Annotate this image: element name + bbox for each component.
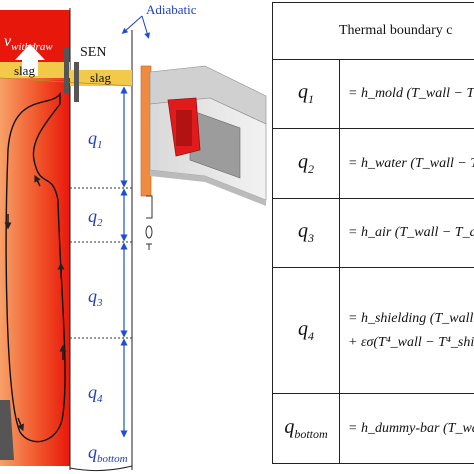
roller-mark-1 (146, 195, 153, 219)
caster-diagram: vwithdraw SEN slag slag Adiabatic q1 q2 … (0, 2, 267, 472)
coil-housing-bottom (150, 170, 266, 206)
row-symbol: q4 (272, 267, 340, 395)
withdraw-label: vwithdraw (4, 33, 53, 53)
adiabatic-pointer-2 (141, 15, 151, 39)
flow-arrow-4 (17, 417, 24, 432)
boundary-table: Thermal boundary c q1 = h_mold (T_wall −… (272, 2, 474, 464)
row-expression: = h_mold (T_wall − T_mo (339, 58, 474, 130)
zone-label-qbottom: qbottom (88, 442, 128, 465)
sen-nozzle-left (64, 48, 69, 94)
table-row: q4 = h_shielding (T_wall − T+ εσ(T⁴_wall… (272, 267, 474, 395)
table-row: q3 = h_air (T_wall − T_air) (272, 197, 474, 269)
table-header: Thermal boundary c (272, 2, 474, 60)
table-row: qbottom = h_dummy-bar (T_wall (272, 393, 474, 464)
copper-strip (140, 65, 152, 197)
sen-label: SEN (80, 45, 106, 60)
row-symbol: q3 (272, 197, 340, 269)
table-row: q2 = h_water (T_wall − T_wa (272, 128, 474, 199)
row-symbol: q1 (272, 58, 340, 130)
roller-mark-2 (145, 225, 153, 239)
zone-label-q4: q4 (88, 382, 103, 405)
adiabatic-pointer (121, 15, 143, 34)
adiabatic-label: Adiabatic (146, 2, 197, 17)
boundary-table-wrap: Thermal boundary c q1 = h_mold (T_wall −… (272, 2, 474, 466)
row-symbol: qbottom (272, 393, 340, 464)
ems-coil-inner (176, 110, 192, 146)
mold-bottom (69, 465, 133, 472)
table-row: q1 = h_mold (T_wall − T_mo (272, 58, 474, 130)
row-expression: = h_dummy-bar (T_wall (339, 393, 474, 464)
row-expression: = h_shielding (T_wall − T+ εσ(T⁴_wall − … (339, 267, 474, 395)
shell-bottom (0, 400, 14, 460)
zone-label-q2: q2 (88, 206, 103, 229)
row-expression: = h_air (T_wall − T_air) (339, 197, 474, 269)
zone-label-q1: q1 (88, 128, 103, 151)
flow-arrow-3 (34, 174, 41, 187)
roller-mark-3 (146, 243, 152, 250)
row-expression: = h_water (T_wall − T_wa (339, 128, 474, 199)
slag-label-right: slag (90, 70, 111, 85)
withdraw-arrow (15, 44, 45, 76)
zone-label-q3: q3 (88, 286, 103, 309)
sen-nozzle-right (74, 62, 79, 102)
slag-label-left: slag (14, 63, 35, 78)
flow-loop (5, 91, 66, 443)
slag-band-right (70, 70, 132, 86)
row-symbol: q2 (272, 128, 340, 199)
table-header-row: Thermal boundary c (272, 2, 474, 60)
